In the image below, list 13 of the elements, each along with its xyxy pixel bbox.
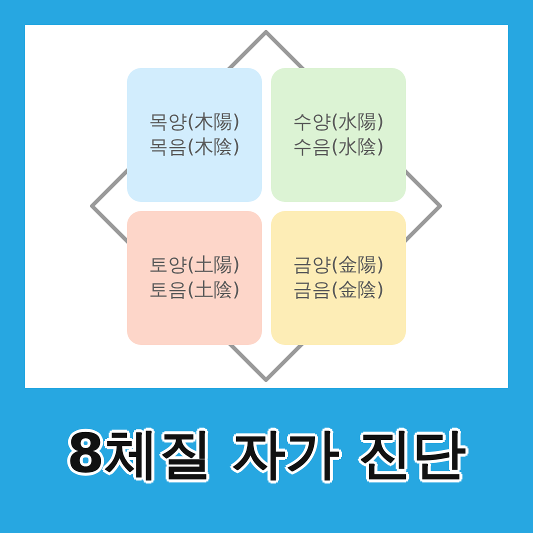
title: 8체질 자가 진단 <box>66 421 468 487</box>
type-label: 수음(水陰) <box>293 135 384 160</box>
type-label: 금음(金陰) <box>293 278 384 303</box>
category-box <box>271 68 406 202</box>
type-label: 수양(水陽) <box>293 110 384 135</box>
category-box <box>127 68 262 202</box>
category-box <box>127 211 262 345</box>
type-label: 토음(土陰) <box>149 278 240 303</box>
type-label: 목양(木陽) <box>149 110 240 135</box>
type-label: 토양(土陽) <box>149 253 240 278</box>
type-label: 목음(木陰) <box>149 135 240 160</box>
type-label: 금양(金陽) <box>293 253 384 278</box>
category-box <box>271 211 406 345</box>
